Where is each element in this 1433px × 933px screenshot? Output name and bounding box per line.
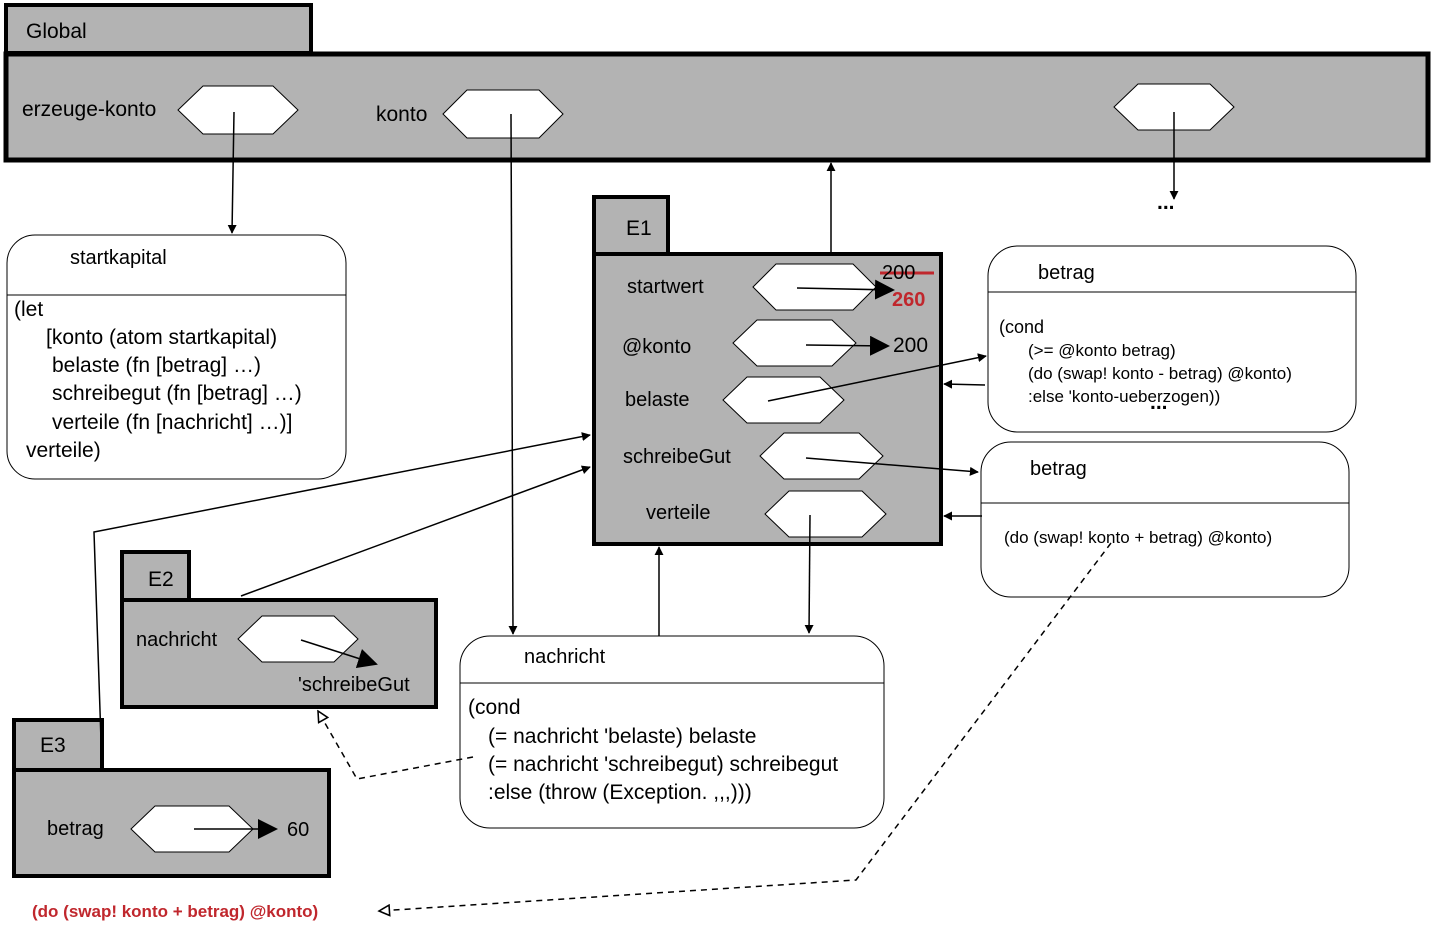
nachricht-proc-param: nachricht bbox=[524, 646, 606, 668]
dashed-to-e2 bbox=[318, 711, 474, 780]
schreibegut-label: schreibeGut bbox=[623, 446, 731, 468]
arrow-startwert-value bbox=[796, 279, 895, 300]
belaste-binding bbox=[722, 376, 845, 424]
arrow-nachricht-value bbox=[300, 639, 378, 669]
ellipsis: ... bbox=[1157, 191, 1175, 214]
startkapital-param: startkapital bbox=[70, 247, 167, 269]
nachricht-value: 'schreibeGut bbox=[298, 674, 410, 696]
nachricht-proc-line-4: :else (throw (Exception. ,,,))) bbox=[488, 781, 752, 804]
betrag-value: 60 bbox=[287, 819, 310, 841]
startkapital-body-line-5: verteile (fn [nachricht] …)] bbox=[52, 411, 293, 434]
arrow-belaste-to-proc bbox=[767, 353, 987, 402]
atkonto-value: 200 bbox=[893, 334, 929, 357]
e2-frame bbox=[120, 550, 438, 709]
global-frame bbox=[3, 3, 1431, 163]
atkonto-label: @konto bbox=[622, 336, 692, 358]
evaluated-expression: (do (swap! konto + betrag) @konto) bbox=[32, 902, 319, 921]
betrag-procedure-2 bbox=[980, 441, 1350, 598]
betrag-proc1-line-3: (do (swap! konto - betrag) @konto) bbox=[1028, 364, 1292, 383]
global-title: Global bbox=[26, 20, 87, 43]
e3-title: E3 bbox=[40, 734, 66, 757]
betrag-proc2-param: betrag bbox=[1030, 458, 1087, 480]
arrow-schreibegut-to-proc bbox=[805, 457, 979, 476]
betrag-proc1-line-1: (cond bbox=[999, 317, 1045, 337]
e1-title: E1 bbox=[626, 217, 652, 240]
arrow-proc1-to-e1 bbox=[943, 379, 986, 389]
other-binding bbox=[1113, 83, 1235, 131]
startwert-binding bbox=[752, 263, 877, 311]
startkapital-body-line-3: belaste (fn [betrag] …) bbox=[52, 354, 261, 377]
arrow-konto-to-nachricht-proc bbox=[508, 113, 518, 635]
arrow-atkonto-value bbox=[805, 335, 890, 356]
betrag-proc1-line-4: :else 'konto-ueberzogen)) bbox=[1028, 387, 1221, 406]
dashed-to-expression bbox=[379, 542, 1112, 911]
nachricht-proc-line-2: (= nachricht 'belaste) belaste bbox=[488, 725, 757, 748]
verteile-label: verteile bbox=[646, 502, 711, 524]
erzeuge-konto-binding bbox=[177, 85, 299, 135]
verteile-binding bbox=[764, 490, 887, 538]
startkapital-body-line-2: [konto (atom startkapital) bbox=[46, 326, 278, 349]
nachricht-proc-line-1: (cond bbox=[468, 696, 521, 719]
startwert-new-value: 260 bbox=[892, 289, 926, 311]
startkapital-procedure bbox=[6, 234, 347, 480]
startkapital-body-line-6: verteile) bbox=[26, 439, 101, 462]
nachricht-procedure bbox=[459, 635, 885, 829]
belaste-label: belaste bbox=[625, 389, 690, 411]
betrag-proc1-ellipsis: ... bbox=[1150, 391, 1168, 414]
betrag-proc1-param: betrag bbox=[1038, 262, 1095, 284]
startwert-label: startwert bbox=[627, 276, 704, 298]
schreibegut-binding bbox=[759, 432, 884, 480]
startwert-old-value: 200 bbox=[882, 262, 916, 284]
e2-title: E2 bbox=[148, 568, 174, 591]
konto-binding bbox=[442, 89, 564, 139]
arrows bbox=[93, 111, 1179, 911]
betrag-proc2-line-1: (do (swap! konto + betrag) @konto) bbox=[1004, 528, 1273, 547]
arrow-verteile-to-proc bbox=[804, 514, 814, 634]
nachricht-proc-line-3: (= nachricht 'schreibegut) schreibegut bbox=[488, 753, 839, 776]
arrow-e3-to-e1 bbox=[93, 432, 591, 771]
erzeuge-konto-label: erzeuge-konto bbox=[22, 98, 157, 121]
konto-label: konto bbox=[376, 103, 428, 126]
nachricht-binding bbox=[237, 615, 359, 663]
e1-frame bbox=[592, 195, 943, 546]
nachricht-label: nachricht bbox=[136, 629, 218, 651]
startkapital-body-line-4: schreibegut (fn [betrag] …) bbox=[52, 382, 302, 405]
arrow-erzeuge-konto-to-proc bbox=[227, 111, 237, 234]
atkonto-binding bbox=[732, 319, 857, 367]
startkapital-body-line-1: (let bbox=[14, 298, 44, 321]
arrow-e2-to-e1 bbox=[240, 465, 591, 597]
betrag-procedure-1 bbox=[987, 245, 1357, 433]
betrag-label: betrag bbox=[47, 818, 104, 840]
betrag-proc1-line-2: (>= @konto betrag) bbox=[1028, 341, 1176, 360]
